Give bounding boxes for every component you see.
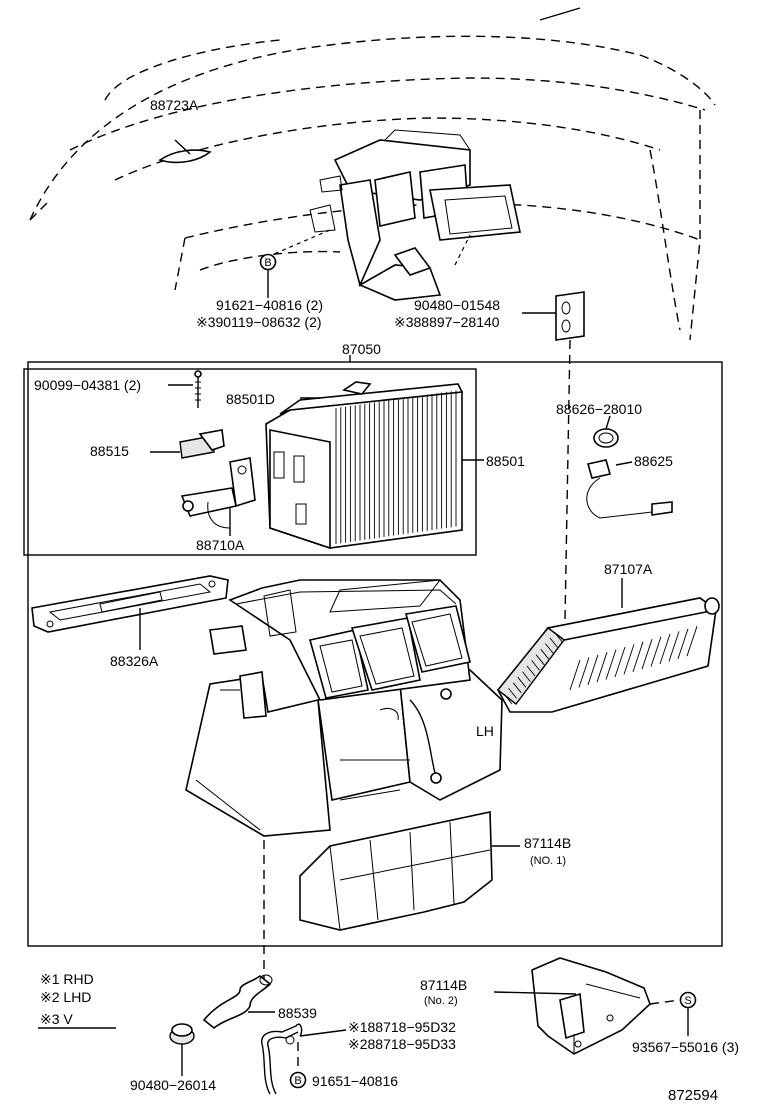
label-90480-26014: 90480−26014 bbox=[130, 1077, 216, 1093]
label-390119-08632: ※390119−08632 (2) bbox=[196, 314, 322, 330]
heater-core-87107A bbox=[497, 578, 720, 713]
grommet-90480-26014 bbox=[169, 1023, 195, 1076]
figure-number: 872594 bbox=[668, 1087, 718, 1104]
svg-text:B: B bbox=[294, 1075, 301, 1087]
sensor-88625 bbox=[586, 459, 673, 519]
cover-87114B-no1 bbox=[299, 811, 520, 931]
legend-note-1: ※1 RHD bbox=[40, 971, 94, 987]
evaporator-88501 bbox=[265, 381, 484, 550]
instrument-panel-outline bbox=[29, 7, 716, 341]
label-88723A: 88723A bbox=[150, 97, 199, 113]
lh-mark: LH bbox=[476, 723, 494, 739]
thermistor-88515 bbox=[150, 429, 225, 459]
legend: ※1 RHD ※2 LHD ※3 V bbox=[40, 971, 94, 1027]
heater-case: LH bbox=[185, 579, 503, 837]
label-88501D: 88501D bbox=[226, 391, 275, 407]
label-87114B-no1-sub: (NO. 1) bbox=[530, 855, 566, 867]
label-87107A: 87107A bbox=[604, 561, 653, 577]
label-88710A: 88710A bbox=[196, 537, 245, 553]
legend-note-3: ※3 V bbox=[40, 1011, 73, 1027]
drain-hose-88539 bbox=[202, 974, 275, 1030]
part-labels: 88723A 91621−40816 (2) ※390119−08632 (2)… bbox=[34, 97, 739, 1104]
label-88326A: 88326A bbox=[110, 653, 159, 669]
label-88515: 88515 bbox=[90, 443, 129, 459]
bolt-b-lower: B bbox=[289, 1071, 307, 1089]
label-93567-55016: 93567−55016 (3) bbox=[632, 1039, 739, 1055]
label-88539: 88539 bbox=[278, 1005, 317, 1021]
bracket-88326A bbox=[31, 575, 229, 650]
cover-87114B-no2 bbox=[493, 957, 681, 1055]
legend-note-2: ※2 LHD bbox=[40, 989, 91, 1005]
svg-text:S: S bbox=[684, 995, 691, 1007]
label-88626-28010: 88626−28010 bbox=[556, 401, 642, 417]
bolt-b-upper: B bbox=[259, 253, 277, 298]
label-88625: 88625 bbox=[634, 453, 673, 469]
grommet-88626 bbox=[593, 415, 619, 448]
assembly-87050-frame bbox=[27, 361, 723, 947]
label-91651-40816: 91651−40816 bbox=[312, 1073, 398, 1089]
svg-text:B: B bbox=[264, 257, 271, 269]
label-288718-95D33: ※288718−95D33 bbox=[348, 1036, 456, 1052]
label-87114B-no1: 87114B bbox=[524, 835, 571, 851]
label-90480-01548: 90480−01548 bbox=[414, 297, 500, 313]
label-90099-04381: 90099−04381 (2) bbox=[34, 377, 141, 393]
expansion-valve-88710A bbox=[180, 457, 256, 536]
bolt-s: S bbox=[679, 991, 697, 1036]
label-88501: 88501 bbox=[486, 453, 525, 469]
label-91621-40816: 91621−40816 (2) bbox=[216, 297, 323, 313]
screw-90099 bbox=[168, 370, 202, 408]
label-87114B-no2-sub: (No. 2) bbox=[424, 995, 458, 1007]
clip-plate bbox=[522, 291, 585, 621]
label-388897-28140: ※388897−28140 bbox=[394, 314, 500, 330]
label-87050: 87050 bbox=[342, 341, 381, 357]
pipe-88718 bbox=[261, 1023, 347, 1095]
heater-duct bbox=[259, 129, 521, 301]
label-188718-95D32: ※188718−95D32 bbox=[348, 1019, 456, 1035]
evaporator-subassembly-frame bbox=[23, 368, 477, 556]
label-87114B-no2: 87114B bbox=[420, 977, 467, 993]
